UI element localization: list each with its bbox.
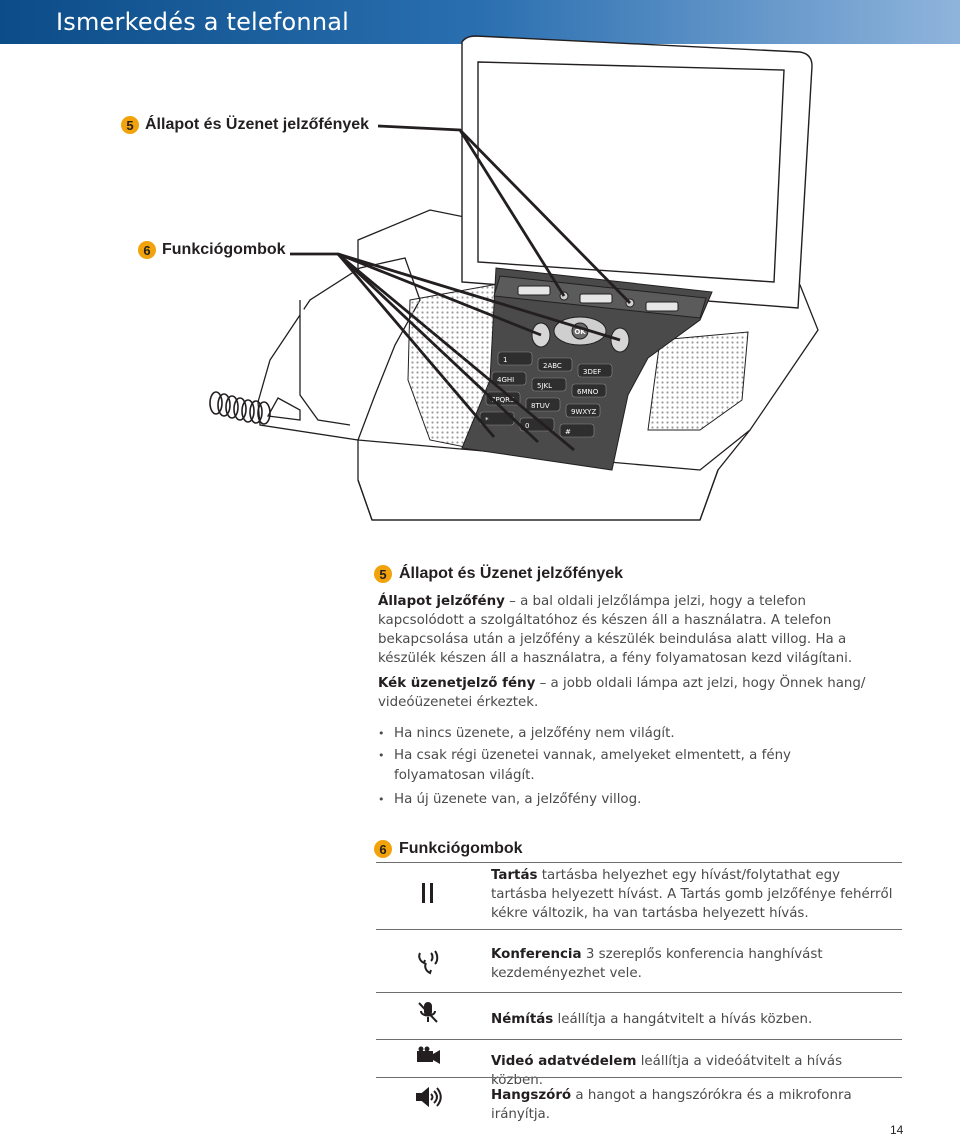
- list-item: Ha csak régi üzenetei vannak, amelyeket …: [378, 746, 878, 785]
- section-number-badge: 6: [374, 840, 392, 858]
- keypad-key: [565, 403, 601, 418]
- function-item-mute: Némítás leállítja a hangátvitelt a hívás…: [491, 1010, 896, 1029]
- keypad-key-label: 4GHI: [497, 376, 514, 384]
- callout-label: Funkciógombok: [162, 241, 286, 258]
- callout-number-badge: 5: [121, 116, 139, 134]
- divider: [376, 929, 902, 930]
- list-item: Ha nincs üzenete, a jelzőfény nem világí…: [378, 724, 878, 744]
- callout-status-lights: 5 Állapot és Üzenet jelzőfények: [121, 116, 369, 134]
- conference-icon: [405, 949, 451, 979]
- description: leállítja a videóátvitelt a hívás közben…: [491, 1054, 843, 1088]
- term: Némítás: [491, 1012, 554, 1027]
- keypad-key-label: 3DEF: [583, 368, 601, 376]
- message-light-paragraph: Kék üzenetjelző fény – a jobb oldali lám…: [378, 674, 878, 712]
- phone-illustration: OK 1 2ABC 3DEF 4GHI 5JKL 6MNO 7PQRS 8TUV 9WXYZ * 0…: [209, 35, 819, 521]
- description: a hangot a hangszórókra és a mikrofonra …: [491, 1088, 852, 1122]
- divider: [376, 862, 902, 863]
- callout-number-badge: 6: [138, 241, 156, 259]
- divider: [376, 1039, 902, 1040]
- term: Konferencia: [491, 947, 582, 962]
- function-item-video-privacy: Videó adatvédelem leállítja a videóátvit…: [491, 1052, 896, 1090]
- keypad-key: [571, 383, 607, 398]
- term: Hangszóró: [491, 1088, 572, 1103]
- keypad-key: [559, 423, 595, 438]
- section-number-badge: 5: [374, 565, 392, 583]
- keypad-key-label: #: [565, 428, 571, 436]
- page-title: Ismerkedés a telefonnal: [56, 8, 350, 36]
- list-item: Ha új üzenete van, a jelzőfény villog.: [378, 790, 878, 810]
- keypad-key: [537, 357, 573, 372]
- keypad-key: [497, 351, 533, 366]
- keypad-key-label: 0: [525, 422, 529, 430]
- description: 3 szereplős konferencia hanghívást kezde…: [491, 947, 823, 981]
- keypad-key-label: 2ABC: [543, 362, 562, 370]
- callout-label: Állapot és Üzenet jelzőfények: [145, 116, 370, 133]
- term-message-light: Kék üzenetjelző fény: [378, 676, 536, 691]
- keypad-key: [525, 397, 561, 412]
- keypad-key-label: 5JKL: [537, 382, 552, 390]
- keypad-key: [531, 377, 567, 392]
- keypad-key-label: 1: [503, 356, 507, 364]
- keypad-key-label: 9WXYZ: [571, 408, 596, 416]
- dash: –: [509, 594, 516, 609]
- section-title: Állapot és Üzenet jelzőfények: [399, 565, 624, 582]
- term: Tartás: [491, 868, 538, 883]
- description: tartásba helyezhet egy hívást/folytathat…: [491, 868, 893, 921]
- keypad-keys: 1 2ABC 3DEF 4GHI 5JKL 6MNO 7PQRS 8TUV 9WXYZ * 0 #: [479, 351, 613, 438]
- term: Videó adatvédelem: [491, 1054, 637, 1069]
- function-item-hold: Tartás tartásba helyezhet egy hívást/fol…: [491, 866, 896, 923]
- divider: [376, 992, 902, 993]
- ok-key-label: OK: [574, 328, 586, 336]
- dash: –: [539, 676, 547, 691]
- page-number: 14: [890, 1123, 904, 1137]
- keypad-key: [491, 371, 527, 386]
- keypad-key-label: 6MNO: [577, 388, 599, 396]
- keypad-key-label: *: [485, 416, 489, 424]
- keypad-key-label: 7PQRS: [491, 396, 515, 404]
- mute-icon: [405, 998, 451, 1028]
- section-5-heading: 5 Állapot és Üzenet jelzőfények: [374, 565, 623, 583]
- term-status-light: Állapot jelzőfény: [378, 594, 505, 609]
- status-light-paragraph: Állapot jelzőfény – a bal oldali jelzőlá…: [378, 592, 878, 668]
- video-camera-icon: [405, 1042, 451, 1072]
- divider: [376, 1077, 902, 1078]
- keypad-key-label: 8TUV: [531, 402, 550, 410]
- status-light-description: a bal oldali jelzőlámpa jelzi, hogy a te…: [378, 594, 853, 666]
- hold-icon: [405, 878, 451, 908]
- function-item-speaker: Hangszóró a hangot a hangszórókra és a m…: [491, 1086, 896, 1124]
- section-title: Funkciógombok: [399, 840, 523, 857]
- section-6-heading: 6 Funkciógombok: [374, 840, 523, 858]
- message-light-description: a jobb oldali lámpa azt jelzi, hogy Önne…: [378, 676, 866, 710]
- function-item-conference: Konferencia 3 szereplős konferencia hang…: [491, 945, 896, 983]
- description: leállítja a hangátvitelt a hívás közben.: [557, 1012, 813, 1027]
- keypad-key: [577, 363, 613, 378]
- callout-function-keys: 6 Funkciógombok: [138, 241, 286, 259]
- speaker-icon: [405, 1082, 451, 1112]
